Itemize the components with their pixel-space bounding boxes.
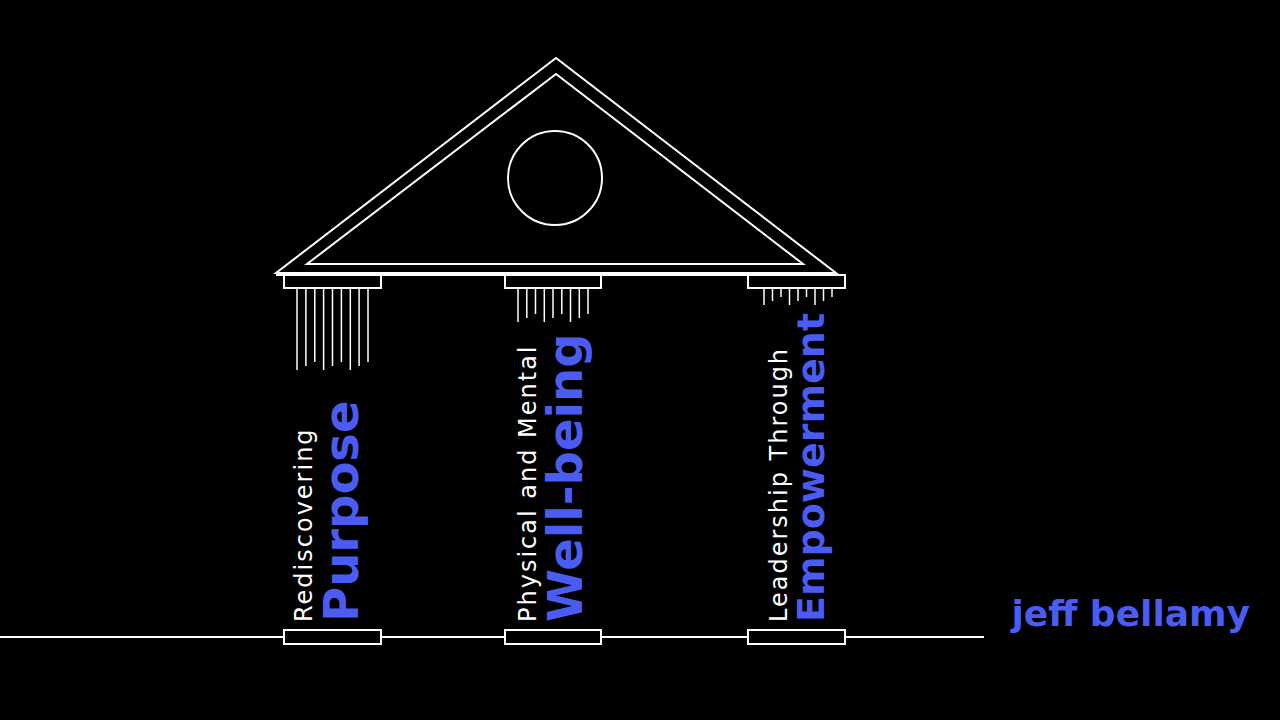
column-text-group: RediscoveringPurpose <box>292 401 365 622</box>
pillar-subtitle: Physical and Mental <box>516 333 541 622</box>
pillar-subtitle: Leadership Through <box>767 313 792 622</box>
flute-line <box>323 288 325 370</box>
flute-line <box>535 288 537 314</box>
flute-line <box>797 288 799 301</box>
flute-line <box>814 288 816 305</box>
column-base <box>505 630 601 644</box>
flute-line <box>763 288 765 305</box>
pillar-title: Purpose <box>317 401 365 622</box>
pillar-title: Empowerment <box>792 313 830 622</box>
flute-line <box>544 288 546 322</box>
flute-line <box>350 288 352 370</box>
flute-line <box>831 288 833 297</box>
column-base <box>748 630 845 644</box>
flute-line <box>823 288 825 301</box>
column-capital <box>748 275 845 288</box>
brand-name: jeff bellamy <box>1011 596 1250 632</box>
pediment-inner <box>307 74 803 264</box>
flute-line <box>780 288 782 297</box>
flute-line <box>552 288 554 318</box>
flute-line <box>332 288 334 366</box>
flute-line <box>789 288 791 305</box>
column: Physical and MentalWell-being <box>516 333 589 622</box>
pillar-title: Well-being <box>541 333 589 622</box>
flute-line <box>314 288 316 362</box>
column: Leadership ThroughEmpowerment <box>767 313 830 622</box>
flute-line <box>358 288 360 366</box>
flute-line <box>772 288 774 301</box>
flute-line <box>570 288 572 322</box>
flute-line <box>296 288 298 370</box>
flute-line <box>517 288 519 322</box>
pediment-circle <box>508 131 602 225</box>
flute-line <box>587 288 589 314</box>
flute-line <box>341 288 343 362</box>
flute-line <box>305 288 307 366</box>
column-capital <box>505 275 601 288</box>
flute-line <box>561 288 563 314</box>
flute-line <box>806 288 808 297</box>
column: RediscoveringPurpose <box>292 401 365 622</box>
flute-line <box>579 288 581 318</box>
pillar-subtitle: Rediscovering <box>292 401 317 622</box>
column-capital <box>284 275 381 288</box>
flute-line <box>526 288 528 318</box>
flute-line <box>367 288 369 362</box>
column-text-group: Leadership ThroughEmpowerment <box>767 313 830 622</box>
pediment-outer <box>276 58 836 273</box>
column-base <box>284 630 381 644</box>
column-text-group: Physical and MentalWell-being <box>516 333 589 622</box>
